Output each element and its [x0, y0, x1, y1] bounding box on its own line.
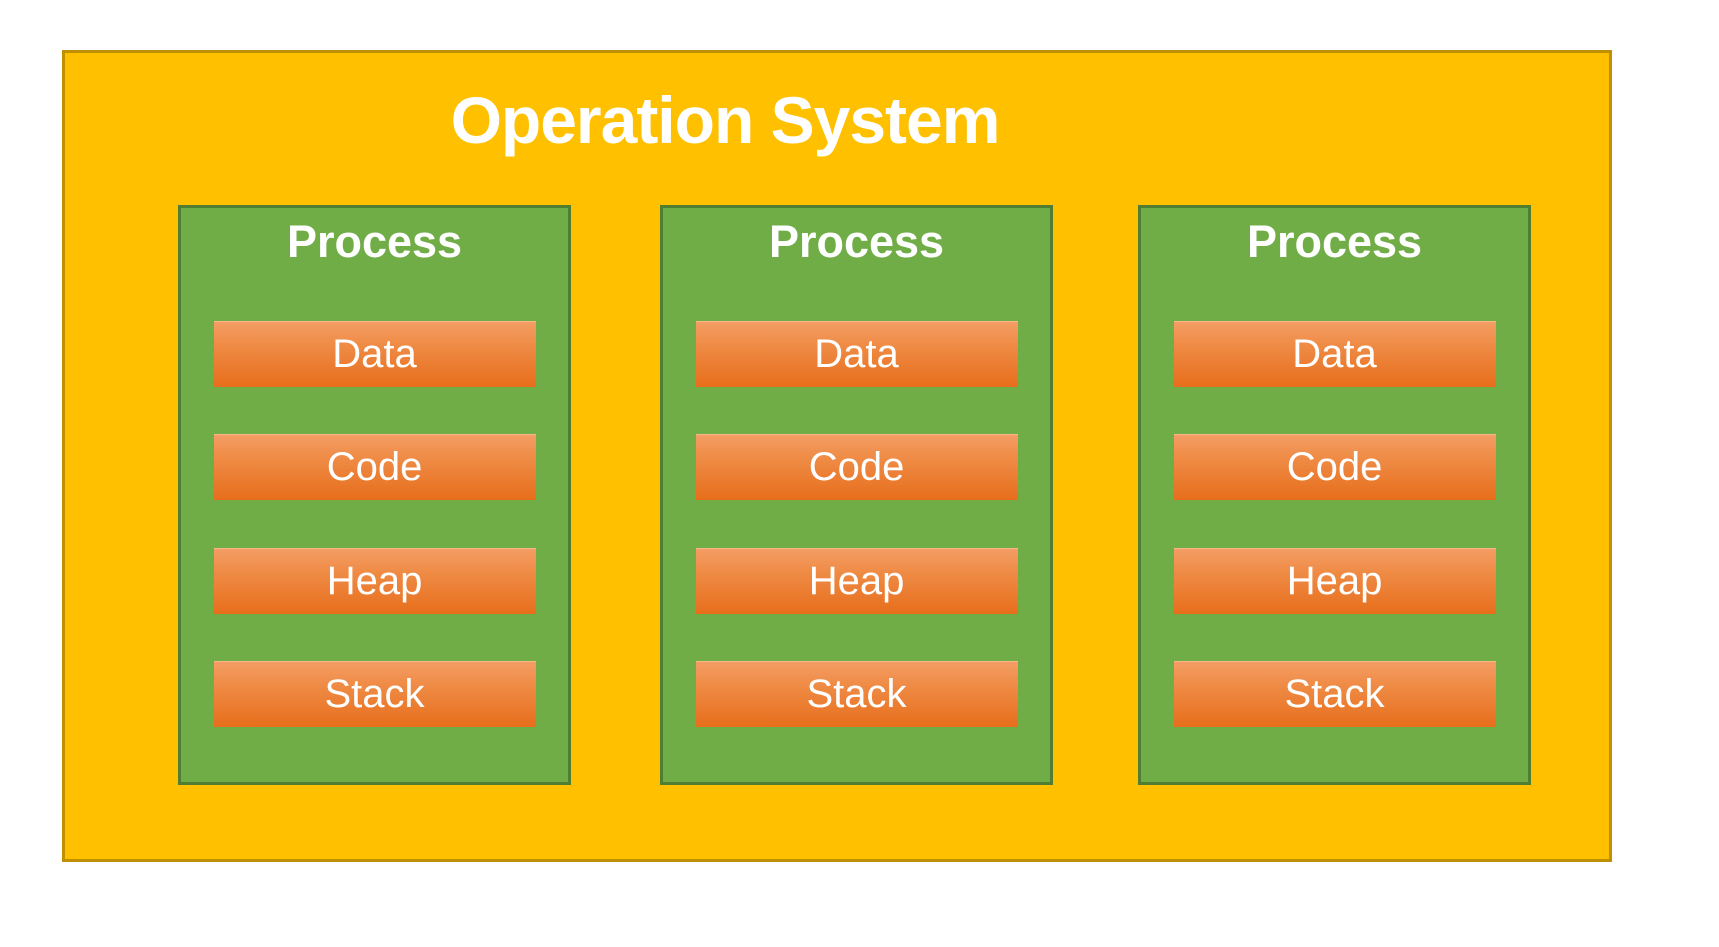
- segment-code: Code: [1173, 434, 1496, 500]
- segment-stack: Stack: [1173, 661, 1496, 727]
- process-title: Process: [1246, 216, 1423, 267]
- segment-heap: Heap: [1173, 548, 1496, 614]
- operation-system-container: Operation System Process Data Code Heap …: [62, 50, 1612, 862]
- segment-code: Code: [213, 434, 536, 500]
- segment-data: Data: [1173, 321, 1496, 387]
- segment-data: Data: [695, 321, 1018, 387]
- process-box-1: Process Data Code Heap Stack: [178, 205, 571, 785]
- segment-stack: Stack: [213, 661, 536, 727]
- process-box-2: Process Data Code Heap Stack: [660, 205, 1053, 785]
- process-title: Process: [768, 216, 945, 267]
- process-box-3: Process Data Code Heap Stack: [1138, 205, 1531, 785]
- segment-heap: Heap: [213, 548, 536, 614]
- segment-stack: Stack: [695, 661, 1018, 727]
- segment-data: Data: [213, 321, 536, 387]
- segment-heap: Heap: [695, 548, 1018, 614]
- operation-system-title: Operation System: [450, 83, 1001, 157]
- process-title: Process: [286, 216, 463, 267]
- segment-code: Code: [695, 434, 1018, 500]
